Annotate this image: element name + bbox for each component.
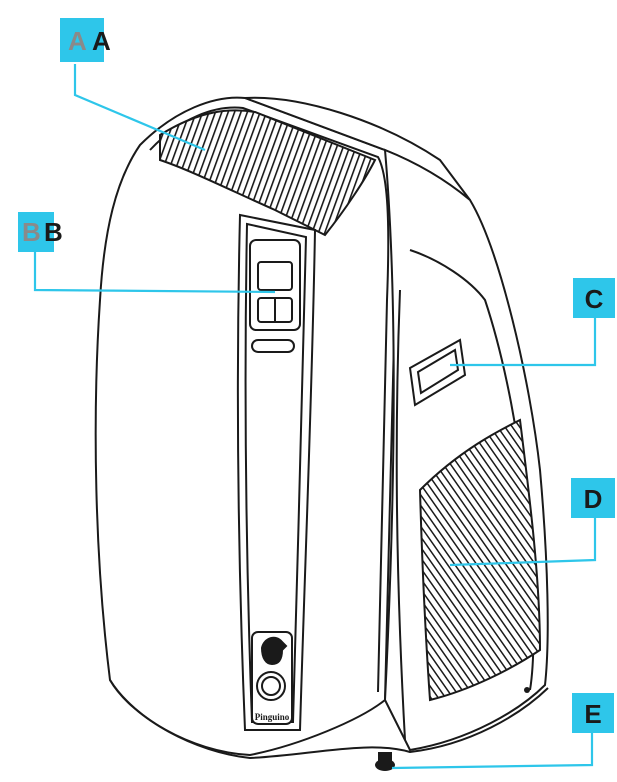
- leader-line-a: [73, 64, 206, 152]
- leader-line-b: [33, 250, 276, 294]
- callout-d-letter: D: [584, 484, 603, 514]
- callout-e-letter: E: [584, 699, 601, 729]
- callout-boxes: [18, 18, 615, 733]
- leader-lines: [33, 64, 597, 770]
- callout-a-letter: A: [92, 26, 111, 56]
- callout-a-faded-letter: A: [68, 26, 87, 56]
- control-panel: [249, 239, 301, 353]
- callout-box-b: [18, 212, 54, 252]
- leader-line-c: [450, 315, 597, 367]
- rear-screw-icon: [524, 687, 530, 693]
- callout-letters: A A B B C D E: [22, 26, 604, 729]
- callout-box-e: [572, 693, 614, 733]
- top-grille: [159, 109, 377, 237]
- leader-line-d: [449, 515, 597, 567]
- brand-text: Pinguino: [255, 712, 290, 722]
- side-handle: [408, 338, 467, 407]
- callout-b-faded-letter: B: [22, 217, 41, 247]
- callout-box-c: [573, 278, 615, 318]
- side-panel-front-edge: [395, 289, 406, 741]
- callout-c-letter: C: [585, 284, 604, 314]
- side-grille: [418, 418, 542, 702]
- callout-b-letter: B: [44, 217, 63, 247]
- callout-box-d: [571, 478, 615, 518]
- callout-box-a: [60, 18, 104, 62]
- brand-badge: [251, 631, 293, 725]
- base-outline: [109, 679, 549, 760]
- castor-wheel: [375, 752, 395, 771]
- leader-line-e: [391, 730, 594, 770]
